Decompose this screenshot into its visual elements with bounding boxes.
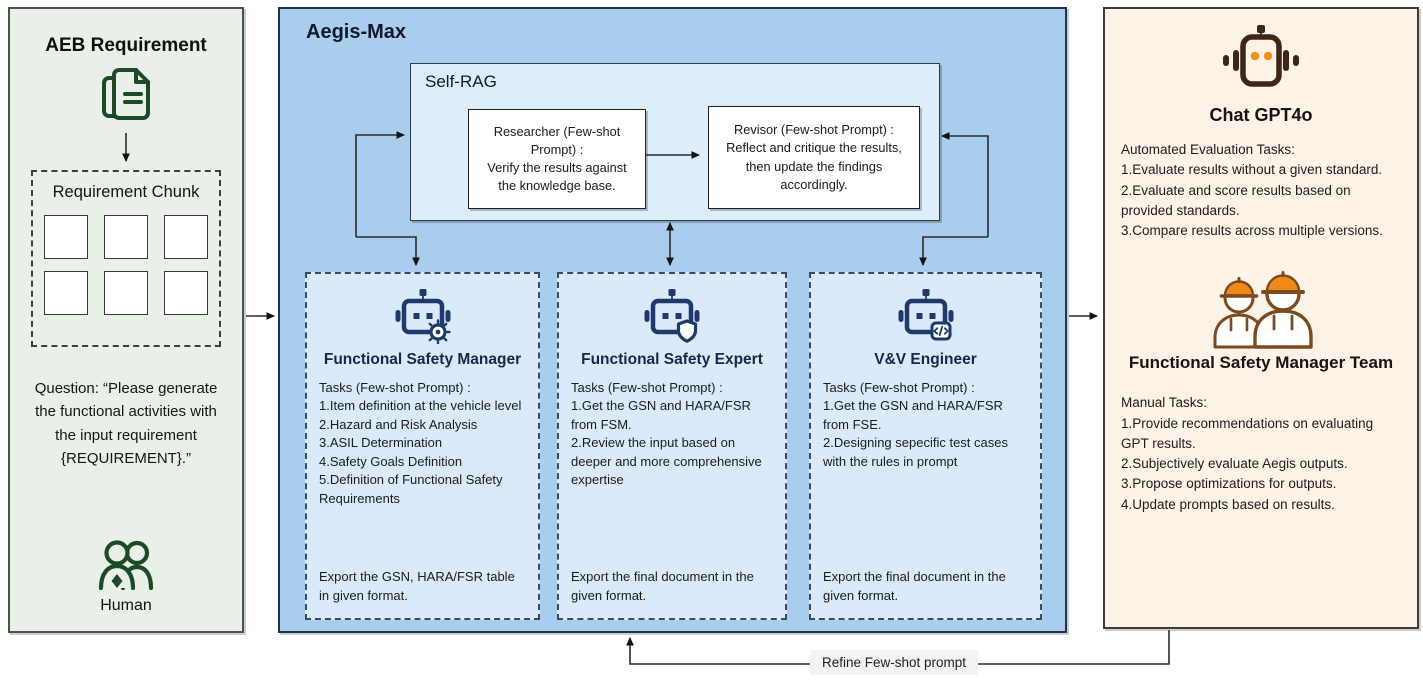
chatgpt-robot-icon: [1223, 25, 1299, 87]
chunk-square: [104, 215, 148, 259]
team-tasks: Manual Tasks: 1.Provide recommendations …: [1121, 395, 1374, 512]
self-rag-box: Self-RAG Researcher (Few-shot Prompt) : …: [410, 63, 940, 221]
robot-code-icon: [898, 289, 953, 341]
question-text: Question: “Please generate the functiona…: [34, 380, 218, 467]
two-people-icon: [98, 540, 154, 591]
agent-name-vv: V&V Engineer: [874, 351, 977, 368]
human-label: Human: [100, 597, 152, 614]
gpt-title: Chat GPT4o: [1209, 105, 1313, 125]
gpt-tasks: Automated Evaluation Tasks: 1.Evaluate r…: [1121, 142, 1383, 238]
documents-icon: [102, 68, 150, 120]
self-rag-title: Self-RAG: [425, 72, 497, 91]
workers-icon: [1213, 271, 1313, 349]
chunk-square: [104, 271, 148, 315]
aeb-requirement-panel: AEB Requirement Requirement Chunk Questi…: [8, 7, 244, 633]
agent-name-fsm: Functional Safety Manager: [323, 351, 522, 368]
team-title: Functional Safety Manager Team: [1128, 353, 1394, 373]
agent-tasks-vv: Tasks (Few-shot Prompt) : 1.Get the GSN …: [823, 380, 1008, 469]
refine-feedback-label: Refine Few-shot prompt: [810, 650, 979, 675]
agent-name-fse: Functional Safety Expert: [581, 351, 763, 368]
robot-shield-icon: [644, 289, 700, 343]
agent-box-vv: V&V Engineer Tasks (Few-shot Prompt) : 1…: [809, 272, 1042, 620]
aegis-max-panel: Aegis-Max Self-RAG Researcher (Few-shot …: [278, 7, 1067, 633]
agent-export-fsm: Export the GSN, HARA/FSR table in given …: [319, 569, 515, 603]
panel-title-aeb: AEB Requirement: [45, 35, 207, 56]
chunk-square: [164, 215, 208, 259]
panel-title-aegis: Aegis-Max: [306, 21, 407, 43]
revisor-box: Revisor (Few-shot Prompt) : Reflect and …: [708, 106, 920, 209]
robot-gear-icon: [395, 289, 451, 344]
agent-box-fse: Functional Safety Expert Tasks (Few-shot…: [557, 272, 787, 620]
chunk-grid: [33, 215, 219, 315]
chunk-square: [44, 271, 88, 315]
agent-export-fse: Export the final document in the given f…: [571, 569, 754, 603]
chunk-title: Requirement Chunk: [52, 183, 200, 201]
evaluation-panel: Chat GPT4o Automated Evaluation Tasks: 1…: [1103, 7, 1419, 629]
agent-export-vv: Export the final document in the given f…: [823, 569, 1006, 603]
chunk-square: [44, 215, 88, 259]
agent-box-fsm: Functional Safety Manager Tasks (Few-sho…: [305, 272, 540, 620]
chunk-square: [164, 271, 208, 315]
human-block: Human: [10, 537, 242, 615]
agent-tasks-fse: Tasks (Few-shot Prompt) : 1.Get the GSN …: [571, 380, 762, 488]
researcher-box: Researcher (Few-shot Prompt) : Verify th…: [468, 109, 646, 209]
agent-tasks-fsm: Tasks (Few-shot Prompt) : 1.Item definit…: [319, 380, 522, 506]
requirement-chunk-box: Requirement Chunk: [31, 170, 221, 347]
